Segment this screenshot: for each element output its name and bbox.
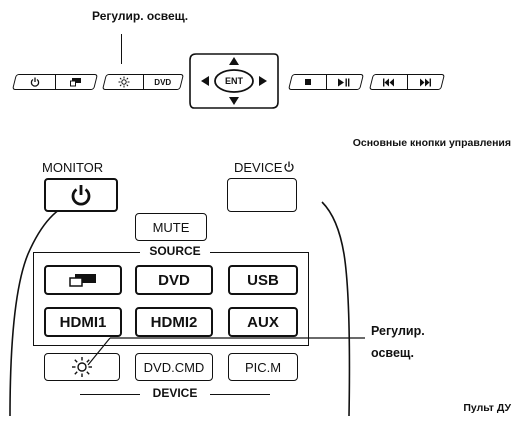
source-input-button[interactable] — [44, 265, 122, 295]
input-icon — [69, 78, 81, 87]
source-aux-label: AUX — [247, 313, 279, 331]
monitor-power-button[interactable] — [44, 178, 118, 212]
source-label: SOURCE — [140, 244, 210, 258]
power-icon — [71, 185, 91, 206]
top-strip-caption: Основные кнопки управления — [352, 137, 511, 149]
play-pause-icon — [337, 78, 350, 86]
next-track-button[interactable] — [406, 75, 442, 89]
input-icon — [69, 274, 96, 287]
source-dvd-button[interactable]: DVD — [135, 265, 213, 295]
power-icon — [30, 77, 39, 87]
stop-play-button-group — [288, 74, 364, 90]
remote-caption: Пульт ДУ — [463, 402, 511, 414]
stop-icon — [305, 79, 312, 85]
prev-track-icon — [383, 78, 395, 86]
brightness-button[interactable] — [44, 353, 120, 381]
device-power-icon — [284, 161, 295, 172]
brightness-icon — [118, 76, 130, 88]
mute-button-label: MUTE — [152, 219, 190, 235]
nav-down-arrow[interactable] — [229, 97, 239, 105]
device-label-text: DEVICE — [234, 160, 283, 175]
power-button[interactable] — [15, 75, 55, 89]
input-button[interactable] — [54, 75, 95, 89]
remote-brightness-callout: Регулир. освещ. — [371, 324, 425, 360]
brightness-dvd-button-group: DVD — [102, 74, 184, 90]
source-hdmi1-label: HDMI1 — [59, 313, 107, 331]
play-pause-button[interactable] — [325, 75, 361, 89]
power-input-button-group — [12, 74, 98, 90]
device-power-button[interactable] — [227, 178, 297, 212]
device-label: DEVICE — [234, 160, 295, 175]
navigation-pad — [189, 53, 279, 109]
nav-up-arrow[interactable] — [229, 57, 239, 65]
pic-m-label: PIC.M — [244, 359, 282, 375]
track-skip-button-group — [369, 74, 445, 90]
mute-button[interactable]: MUTE — [135, 213, 207, 241]
remote-body-outline — [9, 201, 351, 417]
monitor-label: MONITOR — [42, 160, 104, 175]
source-usb-label: USB — [247, 271, 279, 289]
brightness-button[interactable] — [105, 75, 143, 89]
source-hdmi1-button[interactable]: HDMI1 — [44, 307, 122, 337]
pic-m-button[interactable]: PIC.M — [228, 353, 298, 381]
next-track-icon — [419, 78, 431, 86]
nav-right-arrow[interactable] — [259, 76, 267, 86]
source-aux-button[interactable]: AUX — [228, 307, 298, 337]
brightness-icon — [72, 357, 92, 377]
ent-button-label: ENT — [225, 76, 243, 86]
nav-left-arrow[interactable] — [201, 76, 209, 86]
source-dvd-label: DVD — [158, 271, 190, 289]
stop-button[interactable] — [291, 75, 326, 89]
source-hdmi2-label: HDMI2 — [150, 313, 198, 331]
source-hdmi2-button[interactable]: HDMI2 — [135, 307, 213, 337]
dvd-cmd-label: DVD.CMD — [143, 359, 205, 375]
dvd-cmd-button[interactable]: DVD.CMD — [135, 353, 213, 381]
prev-track-button[interactable] — [372, 75, 407, 89]
ent-button[interactable] — [214, 69, 254, 93]
top-pointer-line — [121, 34, 123, 64]
device-section-label: DEVICE — [140, 386, 210, 400]
top-brightness-label: Регулир. освещ. — [92, 9, 189, 23]
source-usb-button[interactable]: USB — [228, 265, 298, 295]
